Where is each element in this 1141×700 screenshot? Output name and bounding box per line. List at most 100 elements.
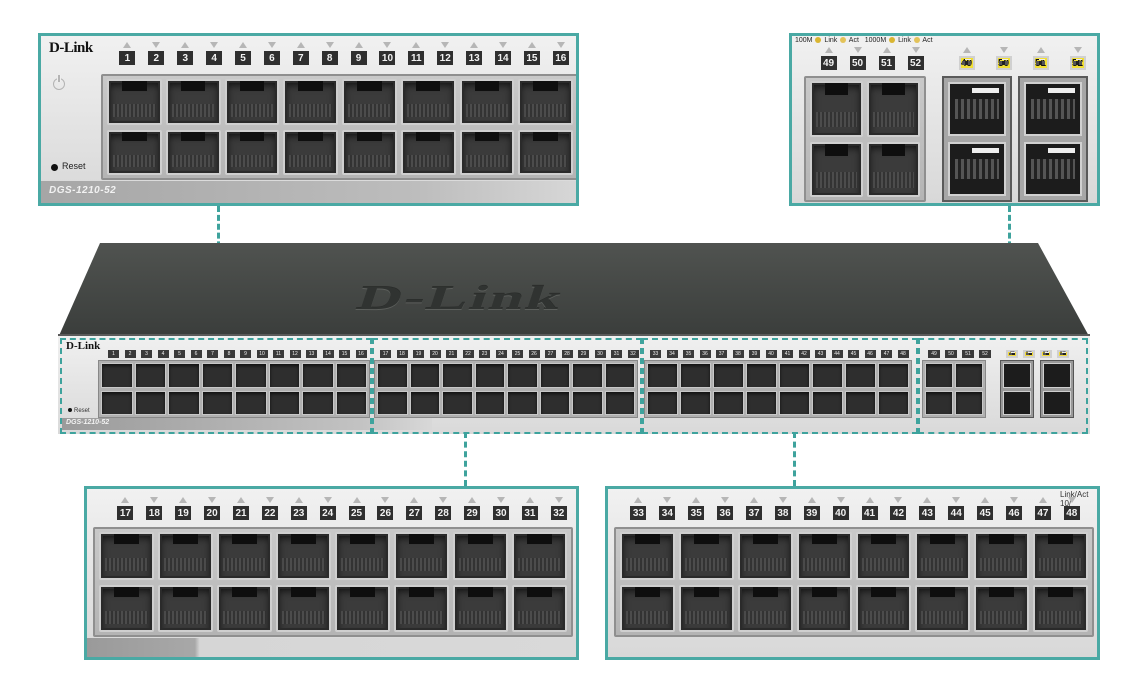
triangle-down-icon xyxy=(663,497,672,503)
port-number: 50 xyxy=(995,56,1012,70)
triangle-down-icon xyxy=(554,497,563,503)
port-number: 29 xyxy=(464,506,481,520)
port-number: 32 xyxy=(627,350,639,358)
rj45-port xyxy=(165,79,221,125)
rj45-port xyxy=(442,363,473,388)
triangle-down-icon xyxy=(894,497,903,503)
rj45-port xyxy=(302,363,334,388)
port-label: 21 xyxy=(227,497,256,520)
led-dot-icon xyxy=(840,37,847,44)
legend-100m: 100M xyxy=(795,37,813,44)
model-strip xyxy=(87,638,576,657)
port-label: 13 xyxy=(460,42,489,65)
rj45-port xyxy=(604,363,635,388)
port-label: 11 xyxy=(402,42,431,65)
port-label: 32 xyxy=(544,497,573,520)
triangle-up-icon xyxy=(692,497,701,503)
port-number: 15 xyxy=(523,51,540,65)
port-number: 47 xyxy=(1034,506,1051,520)
rj45-port xyxy=(507,390,538,415)
port-label: 37 xyxy=(740,497,769,520)
rj45-port xyxy=(99,532,154,580)
port-number: 17 xyxy=(380,350,391,358)
rj45-port xyxy=(1033,532,1088,580)
port-number: 38 xyxy=(774,506,791,520)
port-label: 10 xyxy=(373,42,402,65)
highlight-box-17-32 xyxy=(372,338,642,434)
port-label: 25 xyxy=(342,497,371,520)
port-number: 18 xyxy=(146,506,163,520)
sfp-port xyxy=(1003,390,1031,415)
port-number: 52 xyxy=(1069,56,1086,70)
port-number: 33 xyxy=(650,350,661,358)
port-label: 43 xyxy=(913,497,942,520)
port-label: 49 xyxy=(814,47,843,70)
rj45-port xyxy=(512,584,567,632)
rj45-port xyxy=(878,390,909,415)
triangle-up-icon xyxy=(981,497,990,503)
triangle-down-icon xyxy=(210,42,219,48)
triangle-up-icon xyxy=(237,497,245,503)
port-number: 10 xyxy=(256,350,268,358)
port-number: 13 xyxy=(466,51,483,65)
rj45-port xyxy=(168,363,200,388)
rj45-port xyxy=(302,390,334,415)
triangle-up-icon xyxy=(525,497,534,503)
port-label: 44 xyxy=(942,497,971,520)
connector-line xyxy=(464,432,467,486)
port-number: 20 xyxy=(204,506,221,520)
rj45-port xyxy=(217,532,272,580)
triangle-down-icon xyxy=(721,497,730,503)
triangle-down-icon xyxy=(267,42,276,48)
port-number: 45 xyxy=(977,506,994,520)
port-label: 51 xyxy=(872,47,901,70)
port-number: 46 xyxy=(864,350,876,358)
triangle-up-icon xyxy=(121,497,130,503)
front-ports-17-32 xyxy=(374,360,638,418)
triangle-up-icon xyxy=(634,497,643,503)
port-number: 25 xyxy=(512,350,523,358)
rj45-port xyxy=(394,532,449,580)
rj45-port-block xyxy=(101,74,576,180)
rj45-port xyxy=(409,363,440,388)
triangle-up-icon xyxy=(412,42,421,48)
led-dot-icon xyxy=(815,37,822,44)
port-number: 39 xyxy=(803,506,820,520)
port-number: 14 xyxy=(495,51,512,65)
led-dot-icon xyxy=(889,37,896,44)
port-number: 31 xyxy=(521,506,538,520)
port-label: 7 xyxy=(286,42,315,65)
port-number: 44 xyxy=(948,506,965,520)
highlight-box-49-52 xyxy=(918,338,1088,434)
legend-link-2: Link xyxy=(898,37,911,44)
port-number: 37 xyxy=(746,506,762,520)
rj45-port xyxy=(572,390,603,415)
port-number: 41 xyxy=(782,350,793,358)
legend-act: Act xyxy=(848,37,859,44)
port-number: 28 xyxy=(561,350,573,358)
port-number: 16 xyxy=(552,51,569,65)
port-number: 17 xyxy=(117,506,134,520)
rj45-port xyxy=(915,532,970,580)
rj45-port xyxy=(409,390,440,415)
port-label: 9 xyxy=(344,42,373,65)
rj45-port xyxy=(134,363,166,388)
triangle-down-icon xyxy=(499,42,508,48)
port-number: 27 xyxy=(545,350,556,358)
rj45-port xyxy=(442,390,473,415)
rj45-port xyxy=(679,532,734,580)
triangle-down-icon xyxy=(1010,497,1019,503)
triangle-up-icon xyxy=(750,497,758,503)
sfp-cage-51-52 xyxy=(1018,76,1088,202)
port-number: 7 xyxy=(207,350,218,358)
port-label: 27 xyxy=(400,497,429,520)
port-number: 26 xyxy=(528,350,540,358)
port-label: 16 xyxy=(546,42,575,65)
port-label: 14 xyxy=(489,42,518,65)
led-dot-icon xyxy=(913,37,920,44)
reset-button-icon[interactable] xyxy=(51,164,58,171)
rj45-port xyxy=(335,532,390,580)
rj45-port xyxy=(394,584,449,632)
